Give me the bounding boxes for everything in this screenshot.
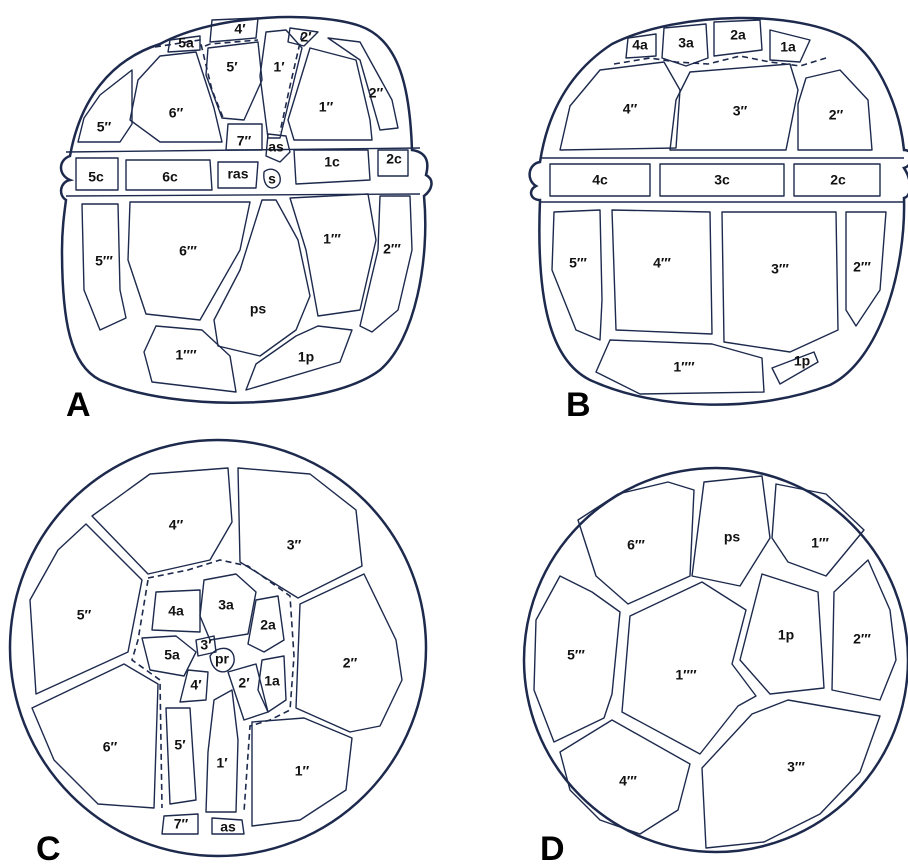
panel-b-plate-4ppp [612,210,712,334]
panel-c-label-2pp: 2′′ [343,655,358,671]
panel-c-theca-outline [10,440,426,856]
panel-d-label-4ppp: 4′′′ [619,773,637,789]
panel-d-label-3ppp: 3′′′ [787,759,805,775]
panel-b-label-3c: 3c [714,172,730,188]
panel-d: 6′′′ ps 1′′′ 5′′′ 1′′′′ 1p 2′′′ 4′′′ 3′′… [524,468,908,864]
panel-a-label-1pppp: 1′′′′ [175,347,197,363]
panel-d-label-ps: ps [724,529,741,545]
panel-a-label-5c: 5c [88,169,104,185]
panel-b-label-2c: 2c [830,172,846,188]
panel-a-label-5ppp: 5′′′ [95,253,113,269]
panel-b-label-2a: 2a [730,27,746,43]
panel-b-label-3ppp: 3′′′ [771,261,789,277]
panel-c-label-6pp: 6′′ [103,739,118,755]
panel-c-plate-5p [166,708,196,804]
panel-c-label-5pp: 5′′ [77,607,92,623]
panel-a-label-ps: ps [250,301,267,317]
panel-b-plate-5ppp [552,210,602,340]
panel-c: 4′′ 3′′ 5′′ 2′′ 6′′ 1′′ 4a 3a 2a 5a 1a 3… [10,440,426,864]
panel-c-label-5p: 5′ [174,737,186,753]
panel-a-label-6c: 6c [162,169,178,185]
panel-b-label-4ppp: 4′′′ [653,255,671,271]
panel-b-label-2pp: 2′′ [829,107,844,123]
panel-a-label-5p: 5′ [226,59,238,75]
panel-c-label-4p: 4′ [190,677,202,693]
panel-c-plate-1p [206,690,238,812]
panel-c-label-7pp: 7′′ [174,816,189,832]
panel-a-label-1pp: 1′′ [319,99,334,115]
panel-d-letter: D [540,830,565,864]
panel-a-label-6ppp: 6′′′ [179,243,197,259]
panel-a-label-4p: 4′ [234,21,246,37]
panel-c-plate-2pp [296,574,402,732]
panel-a: 5a 4′ 2′ 5′ 1′ 6′′ 5′′ 1′′ 2′′ 7′′ as 5c… [61,17,432,424]
panel-a-plate-6ppp [128,202,250,320]
panel-a-label-1p: 1′ [273,59,285,75]
panel-c-label-2a: 2a [260,617,276,633]
panel-a-plate-6pp [130,52,222,142]
panel-a-label-1c: 1c [324,154,340,170]
panel-d-label-6ppp: 6′′′ [627,537,645,553]
panel-a-plate-2pp [328,38,398,130]
panel-b-label-5ppp: 5′′′ [569,255,587,271]
panel-c-label-3pp: 3′′ [287,537,302,553]
panel-a-theca-outline [61,17,432,403]
panel-c-plate-4pp [92,468,232,574]
panel-b-label-1pppp: 1′′′′ [673,359,695,375]
panel-a-label-2c: 2c [386,151,402,167]
panel-c-label-1a: 1a [264,673,280,689]
panel-b-label-4pp: 4′′ [623,101,638,117]
panel-a-label-ras: ras [227,166,248,182]
panel-a-label-2pp: 2′′ [369,85,384,101]
panel-c-plate-6pp [32,664,158,808]
panel-a-plate-ps [214,200,310,356]
panel-a-label-1post: 1p [298,349,314,365]
panel-a-label-1ppp: 1′′′ [323,231,341,247]
panel-c-label-3p: 3′ [200,637,212,653]
panel-b-label-1post: 1p [794,353,810,369]
panel-c-label-4a: 4a [168,603,184,619]
panel-c-label-2p: 2′ [238,675,250,691]
panel-a-label-2p: 2′ [300,29,312,45]
panel-b-plate-3ppp [722,212,838,352]
panel-b-label-2ppp: 2′′′ [853,259,871,275]
panel-c-label-pr: pr [215,651,230,667]
panel-c-label-1pp: 1′′ [295,763,310,779]
panel-a-label-6pp: 6′′ [169,105,184,121]
panel-d-label-1ppp: 1′′′ [811,535,829,551]
panel-c-label-4pp: 4′′ [169,517,184,533]
panel-b-letter: B [566,386,591,424]
panel-c-label-3a: 3a [218,597,234,613]
panel-a-plate-1ppp [290,194,376,316]
panel-c-letter: C [36,830,61,864]
panel-b-label-4a: 4a [632,37,648,53]
panel-d-label-1pppp: 1′′′′ [675,667,697,683]
panel-c-label-1p: 1′ [216,755,228,771]
panel-b: 4a 3a 2a 1a 4′′ 3′′ 2′′ 4c 3c 2c 5′′′ 4′… [530,18,908,424]
panel-a-label-as: as [268,139,284,155]
panel-c-label-5a: 5a [164,647,180,663]
panel-d-label-1post: 1p [778,627,794,643]
panel-c-label-as: as [220,819,236,835]
panel-b-label-4c: 4c [592,172,608,188]
panel-a-plate-2ppp [360,196,412,332]
panel-d-label-2ppp: 2′′′ [853,631,871,647]
panel-a-plate-1pp [288,48,372,140]
panel-a-label-2ppp: 2′′′ [383,241,401,257]
panel-a-label-5a: 5a [178,35,194,51]
panel-c-plate-3pp [238,468,362,598]
panel-a-label-s: s [268,171,276,187]
panel-a-label-5pp: 5′′ [97,119,112,135]
panel-a-plate-1p [260,30,302,138]
panel-b-label-1a: 1a [780,39,796,55]
panel-a-letter: A [66,386,91,424]
panel-a-label-7pp: 7′′ [237,133,252,149]
panel-d-label-5ppp: 5′′′ [567,647,585,663]
panel-b-label-3pp: 3′′ [733,103,748,119]
panel-b-label-3a: 3a [678,35,694,51]
